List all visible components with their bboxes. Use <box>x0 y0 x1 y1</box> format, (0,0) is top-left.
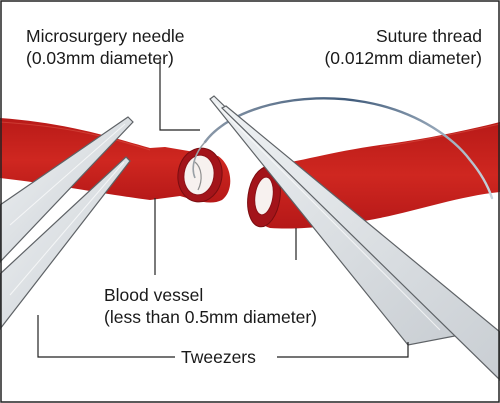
label-tweezers: Tweezers <box>181 346 256 368</box>
leader-tweezers <box>37 315 175 358</box>
label-thread-line2: (0.012mm diameter) <box>324 48 482 68</box>
label-thread-line1: Suture thread <box>375 26 482 46</box>
label-suture-thread: Suture thread (0.012mm diameter) <box>324 25 482 69</box>
label-blood-vessel: Blood vessel (less than 0.5mm diameter) <box>104 284 317 328</box>
vessel-opening-right <box>247 166 281 228</box>
vessel-opening-left <box>177 147 223 203</box>
label-needle-line2: (0.03mm diameter) <box>26 48 174 68</box>
label-needle-line1: Microsurgery needle <box>26 26 185 46</box>
label-vessel-line1: Blood vessel <box>104 285 204 305</box>
microsurgery-needle <box>192 141 206 179</box>
leader-tweezers-right <box>277 342 409 358</box>
label-tweezers-line1: Tweezers <box>181 347 256 367</box>
suture-thread <box>203 97 494 200</box>
label-microsurgery-needle: Microsurgery needle (0.03mm diameter) <box>26 25 185 69</box>
leader-needle <box>159 60 200 131</box>
tweezers-left <box>0 116 134 330</box>
tweezers-right <box>209 95 500 381</box>
label-vessel-line2: (less than 0.5mm diameter) <box>104 307 317 327</box>
leader-lines <box>37 60 409 358</box>
